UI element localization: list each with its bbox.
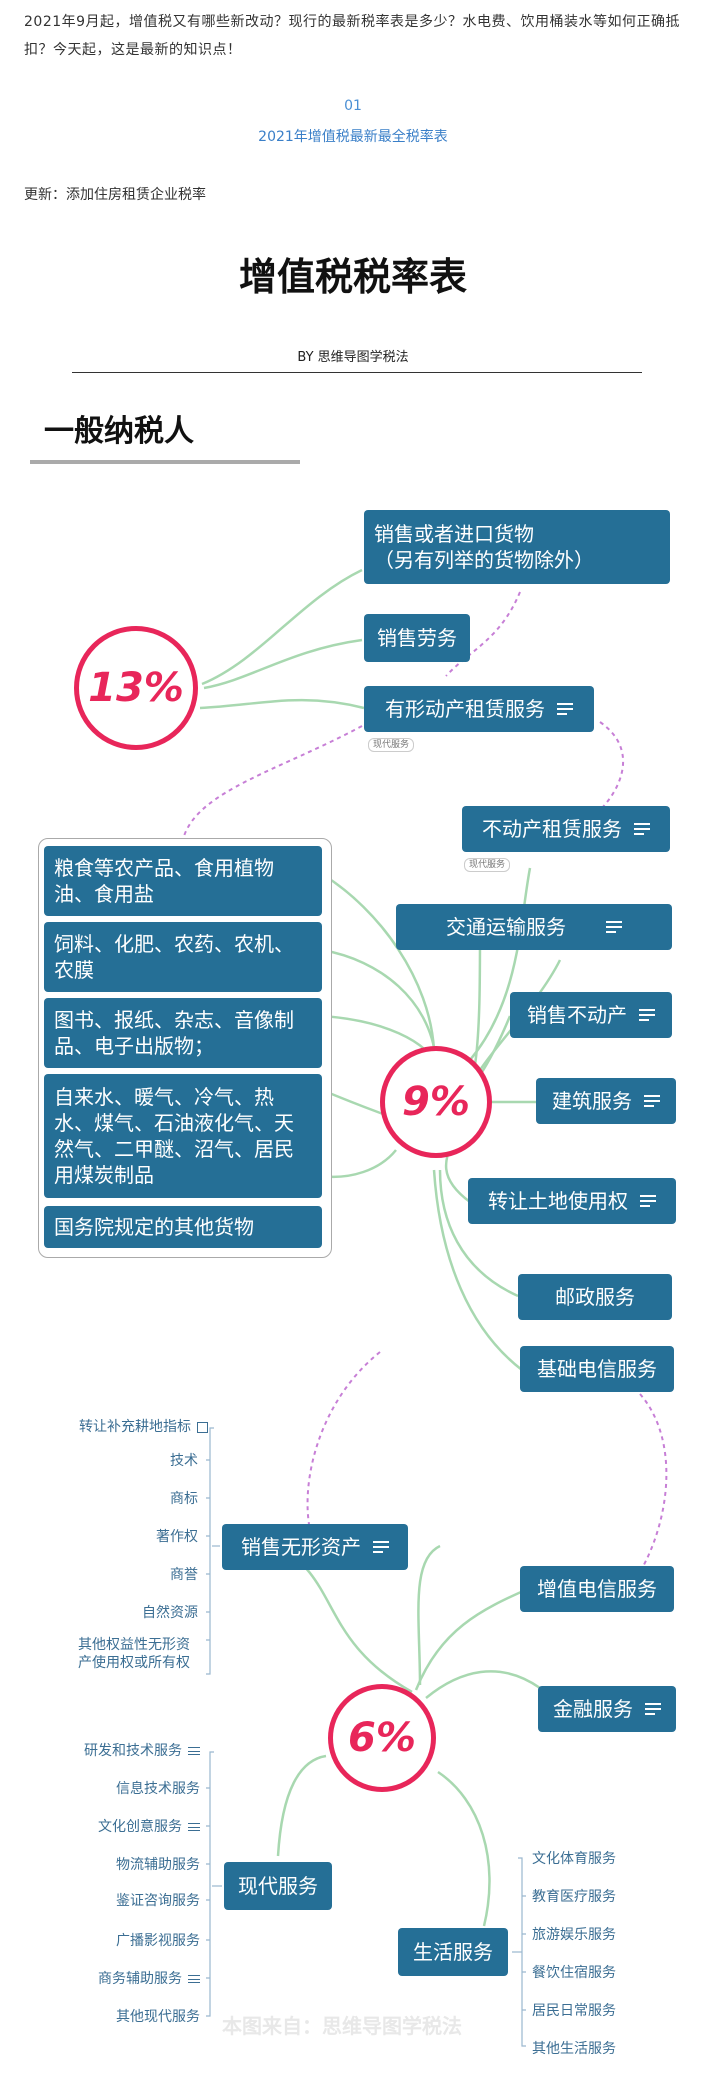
node-goods-feed[interactable]: 饲料、化肥、农药、农机、农膜 [44, 922, 322, 992]
rate-13-circle: 13% [74, 626, 198, 750]
rate-9-circle: 9% [380, 1046, 492, 1158]
menu-lines-icon [373, 1538, 389, 1556]
postal-label: 邮政服务 [555, 1285, 635, 1309]
intangible-leaf-tech: 技术 [170, 1453, 198, 1469]
node-realestate-lease[interactable]: 不动产租赁服务 [462, 806, 670, 852]
node-sell-intangible[interactable]: 销售无形资产 [222, 1524, 408, 1570]
external-link-icon [197, 1421, 208, 1433]
node-basic-telecom[interactable]: 基础电信服务 [520, 1346, 674, 1392]
menu-lines-icon [606, 918, 622, 936]
goods-grain-label: 粮食等农产品、食用植物油、食用盐 [54, 856, 274, 906]
goods-books-label: 图书、报纸、杂志、音像制品、电子出版物； [54, 1008, 294, 1058]
labor-label: 销售劳务 [377, 626, 457, 650]
node-goods-other[interactable]: 国务院规定的其他货物 [44, 1206, 322, 1248]
life-leaf-daily: 居民日常服务 [532, 2003, 616, 2019]
intangible-leaf-trademark: 商标 [170, 1491, 198, 1507]
menu-lines-icon [188, 1745, 200, 1758]
basic-telecom-label: 基础电信服务 [537, 1357, 657, 1381]
modern-leaf-consult: 鉴证咨询服务 [116, 1893, 200, 1909]
intangible-leaf-natural: 自然资源 [142, 1605, 198, 1621]
node-sales-import-goods[interactable]: 销售或者进口货物 （另有列举的货物除外） [364, 510, 670, 584]
intangible-leaf-goodwill: 商誉 [170, 1567, 198, 1583]
taxpayer-heading: 一般纳税人 [44, 414, 194, 449]
byline-divider [72, 372, 642, 373]
goods-utilities-label: 自来水、暖气、冷气、热水、煤气、石油液化气、天然气、二甲醚、沼气、居民用煤炭制品 [54, 1085, 294, 1187]
life-leaf-tourism: 旅游娱乐服务 [532, 1927, 616, 1943]
menu-lines-icon [640, 1192, 656, 1210]
menu-lines-icon [188, 1973, 200, 1986]
tangible-tag: 现代服务 [368, 738, 415, 752]
node-transport[interactable]: 交通运输服务 [396, 904, 672, 950]
menu-lines-icon [557, 700, 573, 718]
goods-other-label: 国务院规定的其他货物 [54, 1215, 254, 1239]
node-goods-books[interactable]: 图书、报纸、杂志、音像制品、电子出版物； [44, 998, 322, 1068]
section-number: 01 [344, 98, 362, 114]
section-title: 2021年增值税最新最全税率表 [258, 129, 448, 145]
modern-services-label: 现代服务 [238, 1874, 318, 1898]
menu-lines-icon [188, 1821, 200, 1834]
land-use-label: 转让土地使用权 [488, 1189, 628, 1213]
node-modern-services[interactable]: 现代服务 [224, 1862, 332, 1910]
node-tangible-lease[interactable]: 有形动产租赁服务 [364, 686, 594, 732]
menu-lines-icon [645, 1700, 661, 1718]
construction-label: 建筑服务 [552, 1089, 632, 1113]
life-leaf-catering: 餐饮住宿服务 [532, 1965, 616, 1981]
intangible-leaf-other: 其他权益性无形资产使用权或所有权 [78, 1637, 190, 1671]
node-postal[interactable]: 邮政服务 [518, 1274, 672, 1320]
modern-leaf-it: 信息技术服务 [116, 1781, 200, 1797]
mindmap-byline: BY 思维导图学税法 [297, 350, 409, 365]
node-goods-grain[interactable]: 粮食等农产品、食用植物油、食用盐 [44, 846, 322, 916]
goods-feed-label: 饲料、化肥、农药、农机、农膜 [54, 932, 294, 982]
intangible-leaf-copyright: 著作权 [156, 1529, 198, 1545]
life-leaf-other: 其他生活服务 [532, 2041, 616, 2057]
goods-line1: 销售或者进口货物 [374, 522, 534, 546]
heading-underline [30, 460, 300, 464]
menu-lines-icon [644, 1092, 660, 1110]
intro-text: 2021年9月起，增值税又有哪些新改动？现行的最新税率表是多少？水电费、饮用桶装… [24, 14, 681, 58]
modern-leaf-other: 其他现代服务 [116, 2009, 200, 2025]
modern-leaf-logistics: 物流辅助服务 [116, 1857, 200, 1873]
modern-leaf-culture: 文化创意服务 [40, 1818, 200, 1836]
modern-leaf-broadcast: 广播影视服务 [116, 1933, 200, 1949]
value-added-telecom-label: 增值电信服务 [537, 1577, 657, 1601]
node-goods-utilities[interactable]: 自来水、暖气、冷气、热水、煤气、石油液化气、天然气、二甲醚、沼气、居民用煤炭制品 [44, 1074, 322, 1198]
node-life-services[interactable]: 生活服务 [398, 1928, 508, 1976]
life-leaf-sports: 文化体育服务 [532, 1851, 616, 1867]
goods-line2: （另有列举的货物除外） [374, 548, 594, 572]
node-labor-sales[interactable]: 销售劳务 [364, 614, 470, 662]
watermark: 本图来自：思维导图学税法 [222, 2014, 462, 2038]
mindmap-title: 增值税税率表 [238, 255, 467, 299]
tangible-lease-label: 有形动产租赁服务 [385, 697, 545, 721]
menu-lines-icon [634, 820, 650, 838]
intangible-leaf-farmland[interactable]: 转让补充耕地指标 [40, 1418, 208, 1436]
sell-realestate-label: 销售不动产 [527, 1003, 627, 1027]
realestate-lease-label: 不动产租赁服务 [482, 817, 622, 841]
life-services-label: 生活服务 [413, 1940, 493, 1964]
rate-6-circle: 6% [328, 1684, 436, 1792]
menu-lines-icon [639, 1006, 655, 1024]
node-sell-realestate[interactable]: 销售不动产 [510, 992, 672, 1038]
modern-leaf-business: 商务辅助服务 [40, 1970, 200, 1988]
sell-intangible-label: 销售无形资产 [241, 1535, 361, 1559]
life-leaf-edu-medical: 教育医疗服务 [532, 1889, 616, 1905]
financial-label: 金融服务 [553, 1697, 633, 1721]
node-financial[interactable]: 金融服务 [538, 1686, 676, 1732]
transport-label: 交通运输服务 [446, 915, 566, 939]
update-note: 更新：添加住房租赁企业税率 [24, 187, 206, 203]
node-value-added-telecom[interactable]: 增值电信服务 [520, 1566, 674, 1612]
modern-leaf-rd: 研发和技术服务 [40, 1742, 200, 1760]
realestate-tag: 现代服务 [464, 858, 511, 872]
node-land-use[interactable]: 转让土地使用权 [468, 1178, 676, 1224]
node-construction[interactable]: 建筑服务 [536, 1078, 676, 1124]
